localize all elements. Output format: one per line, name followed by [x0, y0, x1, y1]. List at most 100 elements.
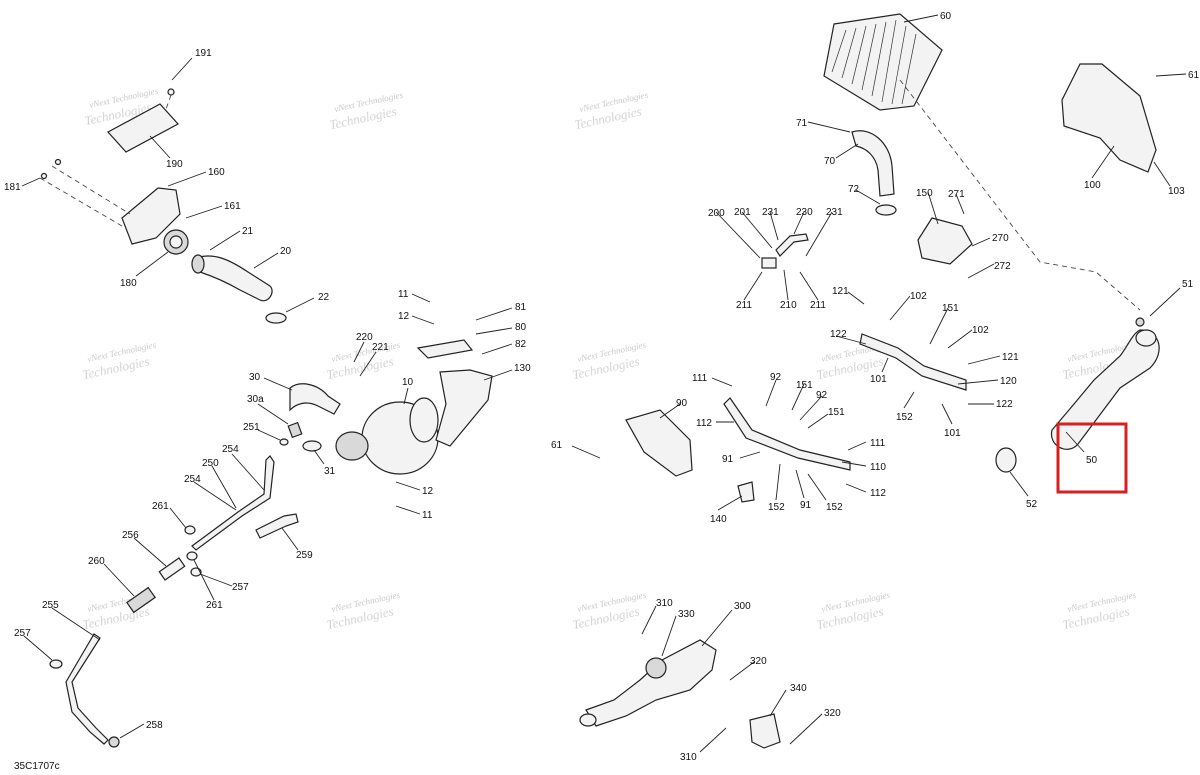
callout-120[interactable]: 120: [1000, 376, 1017, 387]
callout-60[interactable]: 60: [940, 11, 952, 22]
hose-70[interactable]: [851, 130, 895, 197]
callout-271[interactable]: 271: [948, 189, 965, 200]
callout-81[interactable]: 81: [515, 302, 527, 313]
cap-330[interactable]: [645, 657, 667, 679]
callout-230[interactable]: 230: [796, 207, 813, 218]
heatshield-150[interactable]: [917, 217, 973, 265]
bracket-160[interactable]: [121, 187, 181, 245]
callout-130[interactable]: 130: [514, 363, 531, 374]
bolt-191[interactable]: [167, 88, 175, 96]
callout-181[interactable]: 181: [4, 182, 21, 193]
callout-110[interactable]: 110: [870, 462, 886, 473]
callout-257-right[interactable]: 257: [232, 582, 249, 593]
callout-61-left[interactable]: 61: [551, 440, 563, 451]
callout-12-top[interactable]: 12: [398, 311, 410, 322]
sensor-210[interactable]: [761, 257, 777, 269]
hose-20[interactable]: [195, 255, 273, 302]
clamp-21[interactable]: [191, 254, 205, 274]
callout-180[interactable]: 180: [120, 278, 137, 289]
callout-103[interactable]: 103: [1168, 186, 1185, 197]
line-230[interactable]: [775, 233, 809, 257]
callout-190[interactable]: 190: [166, 159, 183, 170]
callout-260[interactable]: 260: [88, 556, 105, 567]
callout-72[interactable]: 72: [848, 184, 860, 195]
clamp-72[interactable]: [875, 204, 897, 216]
clamp-31[interactable]: [302, 440, 322, 452]
callout-12-bottom[interactable]: 12: [422, 486, 434, 497]
callout-231-right[interactable]: 231: [826, 207, 843, 218]
hose-30a[interactable]: [287, 421, 303, 439]
callout-102-top[interactable]: 102: [910, 291, 927, 302]
callout-254-upper[interactable]: 254: [222, 444, 239, 455]
callout-10[interactable]: 10: [402, 377, 414, 388]
callout-272[interactable]: 272: [994, 261, 1011, 272]
callout-101-left[interactable]: 101: [870, 374, 887, 385]
callout-80[interactable]: 80: [515, 322, 527, 333]
bracket-340[interactable]: [749, 713, 781, 749]
callout-150[interactable]: 150: [916, 188, 933, 199]
callout-92-left[interactable]: 92: [770, 372, 782, 383]
callout-30a[interactable]: 30a: [247, 394, 264, 405]
callout-261-lower[interactable]: 261: [206, 600, 223, 611]
callout-151-top[interactable]: 151: [942, 303, 959, 314]
callout-250[interactable]: 250: [202, 458, 219, 469]
callout-112-right[interactable]: 112: [870, 488, 886, 499]
bracket-90[interactable]: [625, 409, 693, 477]
heatshield-130[interactable]: [435, 369, 493, 447]
callout-201[interactable]: 201: [734, 207, 751, 218]
callout-121-left[interactable]: 121: [832, 286, 849, 297]
clamp-257[interactable]: [49, 659, 63, 669]
callout-211-right[interactable]: 211: [810, 300, 826, 311]
hose-50[interactable]: [1050, 329, 1160, 450]
fitting-256[interactable]: [158, 557, 186, 581]
fitting-260[interactable]: [126, 586, 156, 614]
clamp-52[interactable]: [995, 447, 1017, 473]
bracket-80[interactable]: [416, 339, 474, 359]
callout-122-right[interactable]: 122: [996, 399, 1013, 410]
callout-320-upper[interactable]: 320: [750, 656, 767, 667]
callout-121-right[interactable]: 121: [1002, 352, 1019, 363]
fitting-258[interactable]: [108, 736, 120, 748]
hose-30[interactable]: [289, 383, 341, 415]
callout-270[interactable]: 270: [992, 233, 1009, 244]
callout-111-top[interactable]: 111: [692, 373, 708, 384]
callout-100[interactable]: 100: [1084, 180, 1101, 191]
callout-52[interactable]: 52: [1026, 499, 1038, 510]
callout-92-right[interactable]: 92: [816, 390, 828, 401]
callout-221[interactable]: 221: [372, 342, 389, 353]
callout-160[interactable]: 160: [208, 167, 225, 178]
callout-140[interactable]: 140: [710, 514, 727, 525]
oil-line-255[interactable]: [65, 633, 109, 745]
callout-258[interactable]: 258: [146, 720, 163, 731]
callout-11-top[interactable]: 11: [398, 289, 409, 300]
callout-101-right[interactable]: 101: [944, 428, 961, 439]
rail-120[interactable]: [859, 333, 967, 391]
callout-61-right[interactable]: 61: [1188, 70, 1200, 81]
callout-256[interactable]: 256: [122, 530, 139, 541]
callout-320-lower[interactable]: 320: [824, 708, 841, 719]
callout-11-bottom[interactable]: 11: [422, 510, 433, 521]
callout-71[interactable]: 71: [796, 118, 808, 129]
callout-151-low[interactable]: 151: [828, 407, 845, 418]
oil-line-250[interactable]: [191, 455, 275, 551]
callout-220[interactable]: 220: [356, 332, 373, 343]
callout-257-left[interactable]: 257: [14, 628, 31, 639]
callout-90[interactable]: 90: [676, 398, 688, 409]
callout-152-upper[interactable]: 152: [896, 412, 913, 423]
callout-191[interactable]: 191: [195, 48, 212, 59]
callout-251[interactable]: 251: [243, 422, 260, 433]
bolt-181[interactable]: [40, 172, 48, 180]
callout-231-left[interactable]: 231: [762, 207, 779, 218]
callout-152-lower-left[interactable]: 152: [768, 502, 785, 513]
hose-259[interactable]: [255, 513, 299, 539]
clamp-251[interactable]: [279, 438, 289, 446]
callout-211-left[interactable]: 211: [736, 300, 752, 311]
callout-161[interactable]: 161: [224, 201, 241, 212]
clamp-261[interactable]: [186, 551, 198, 561]
callout-152-lower-right[interactable]: 152: [826, 502, 843, 513]
callout-330[interactable]: 330: [678, 609, 695, 620]
callout-82[interactable]: 82: [515, 339, 527, 350]
callout-30[interactable]: 30: [249, 372, 261, 383]
callout-210[interactable]: 210: [780, 300, 797, 311]
bolt-181[interactable]: [54, 158, 62, 166]
